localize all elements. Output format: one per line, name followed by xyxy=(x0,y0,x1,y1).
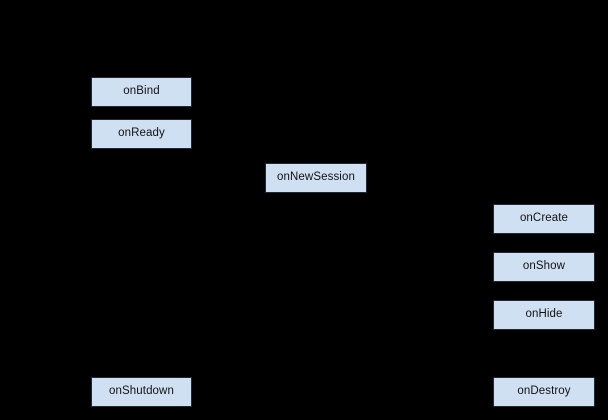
node-oncreate[interactable]: onCreate xyxy=(493,204,595,234)
node-onbind-label: onBind xyxy=(123,85,160,98)
node-onshutdown[interactable]: onShutdown xyxy=(91,377,192,407)
node-onbind[interactable]: onBind xyxy=(91,77,192,107)
node-onnewsession[interactable]: onNewSession xyxy=(265,163,367,193)
node-onhide[interactable]: onHide xyxy=(493,300,595,330)
node-onready-label: onReady xyxy=(118,127,165,140)
node-onhide-label: onHide xyxy=(525,308,563,321)
node-oncreate-label: onCreate xyxy=(519,212,569,225)
node-onshow-label: onShow xyxy=(522,260,566,273)
node-ondestroy[interactable]: onDestroy xyxy=(493,377,595,407)
node-ondestroy-label: onDestroy xyxy=(517,385,571,398)
node-onshutdown-label: onShutdown xyxy=(109,385,174,398)
node-onnewsession-label: onNewSession xyxy=(277,171,355,184)
node-onready[interactable]: onReady xyxy=(91,119,192,149)
node-onshow[interactable]: onShow xyxy=(493,252,595,282)
